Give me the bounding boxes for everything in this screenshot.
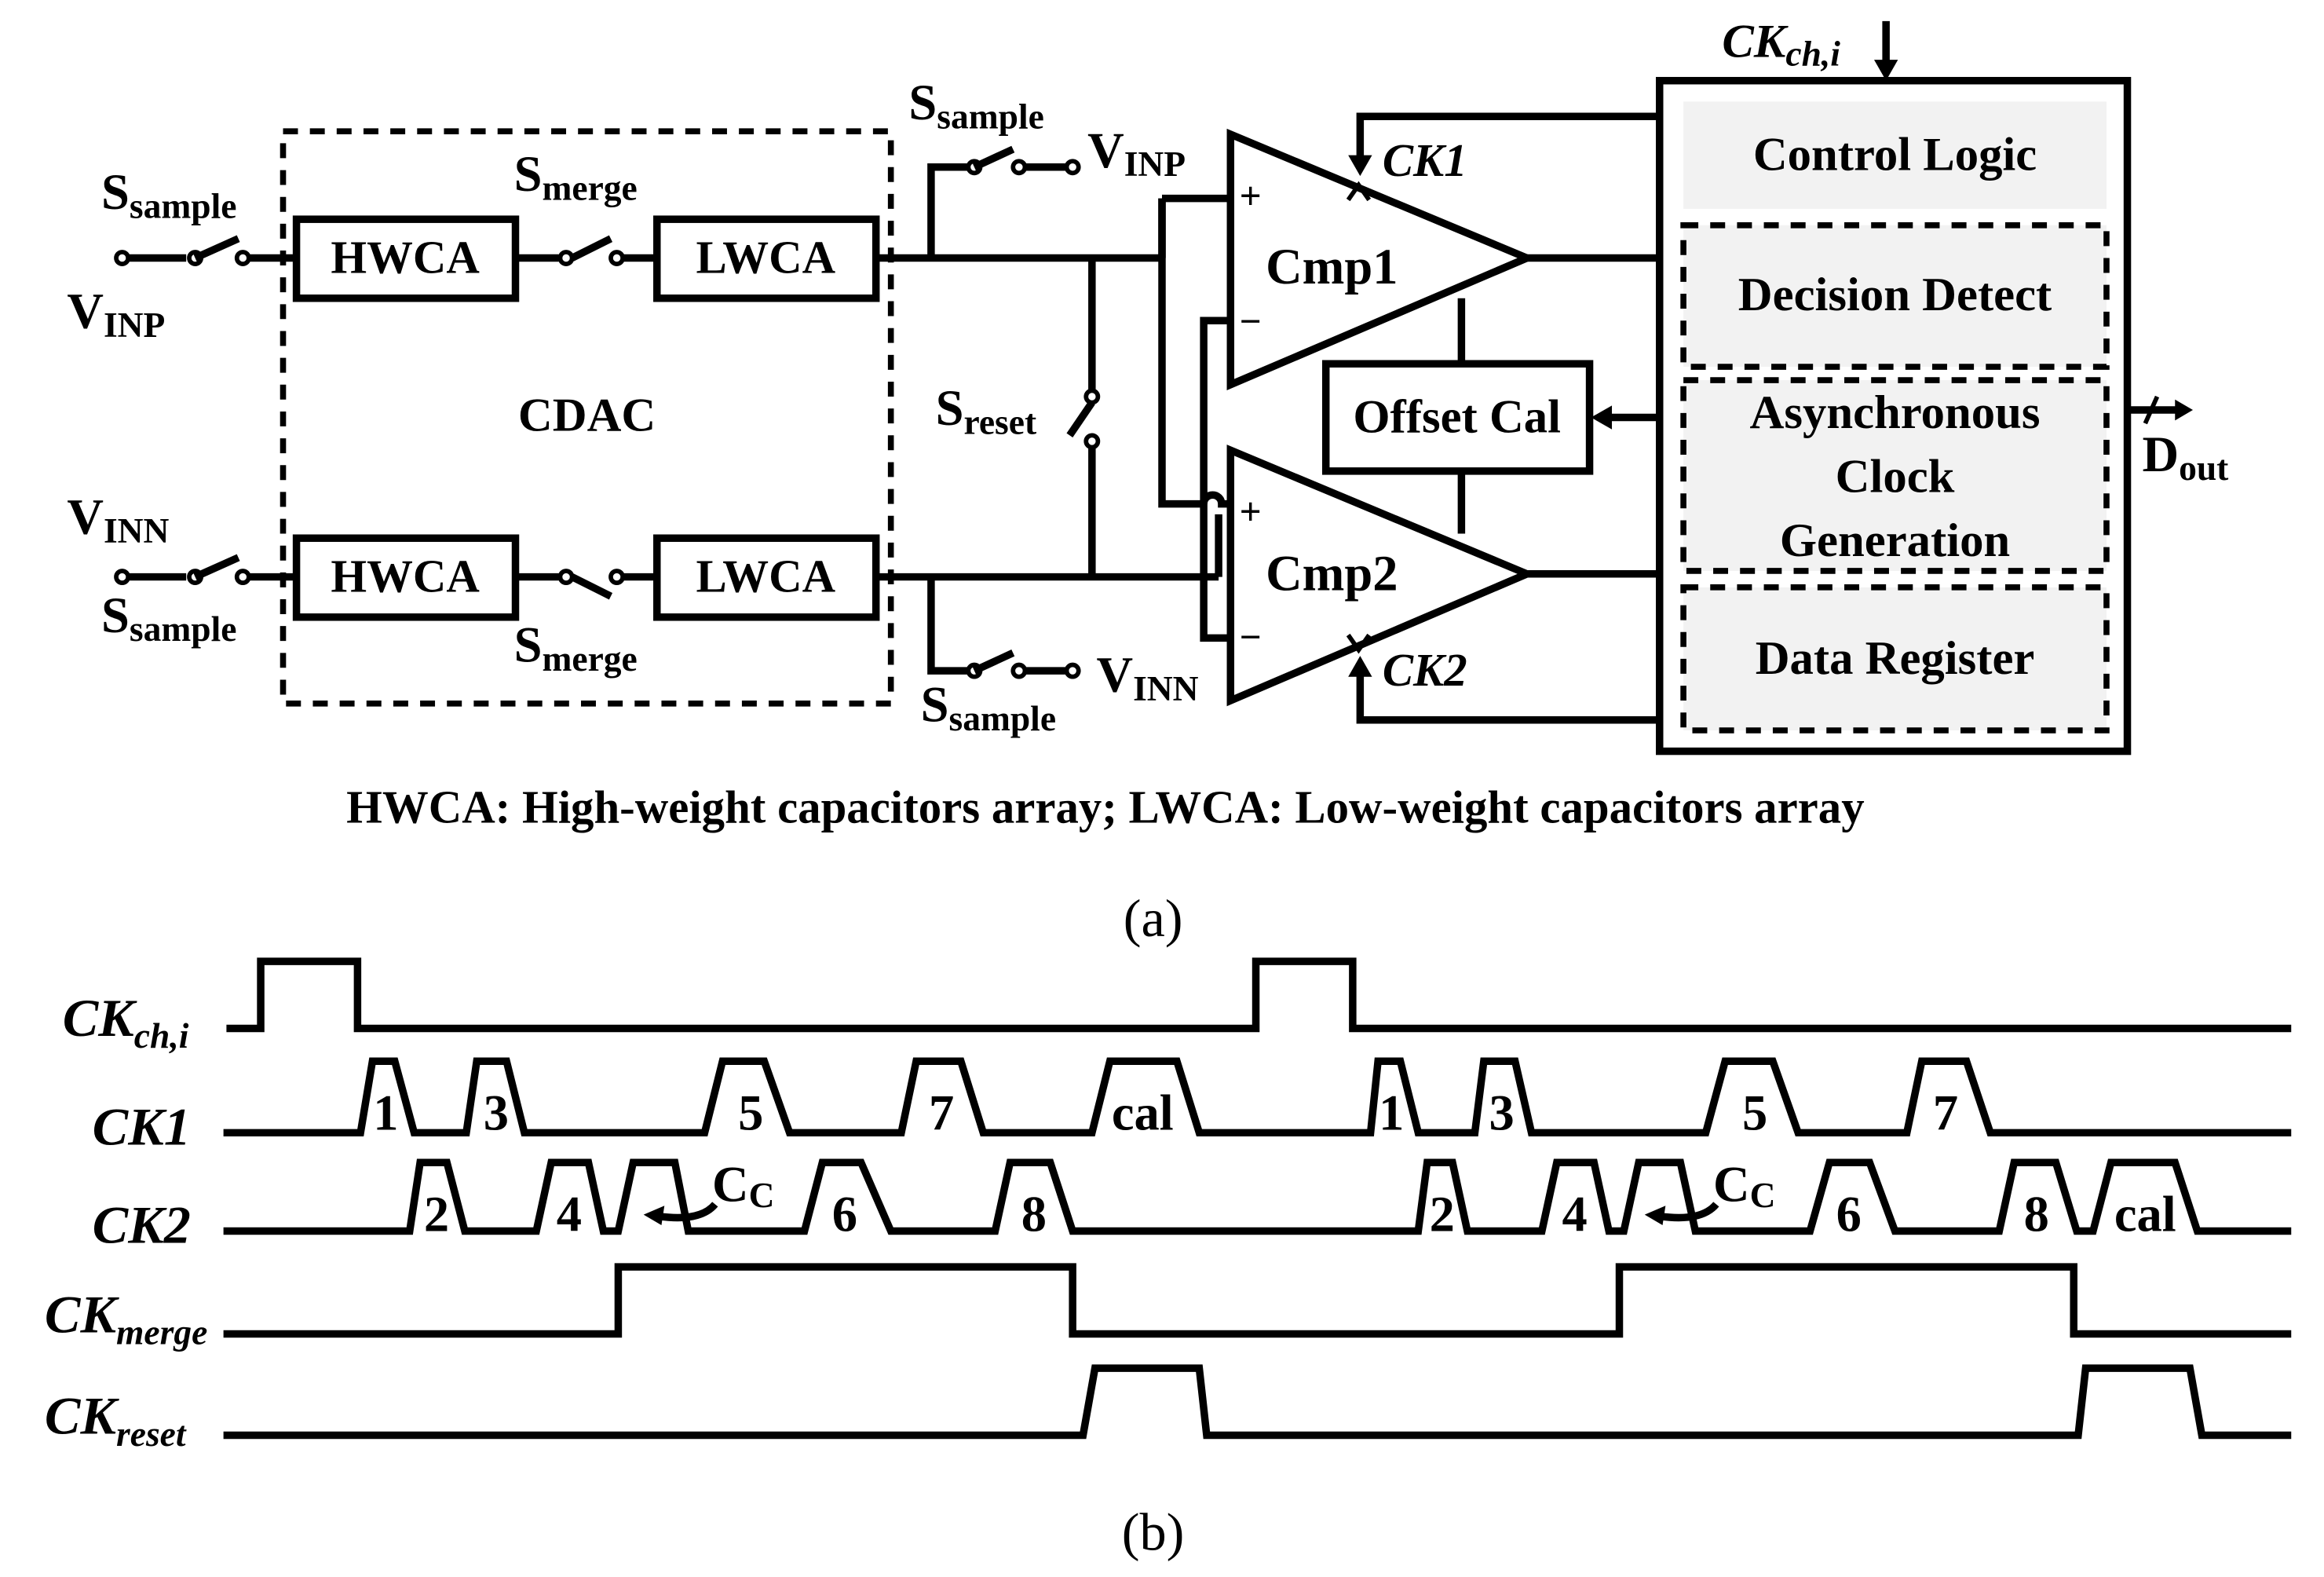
waveform-ckchi	[226, 957, 2292, 1033]
right-bottom-ssample-label: Ssample	[921, 677, 1056, 738]
cmp1-plus: +	[1240, 174, 1262, 218]
ck2-pulse-6: 6	[832, 1187, 857, 1242]
hwca-top-label: HWCA	[331, 232, 480, 283]
ck1-pulse-7b: 7	[1933, 1085, 1958, 1141]
top-sample-switch	[966, 145, 1081, 176]
data-register-label: Data Register	[1756, 632, 2035, 685]
cmp2-minus: −	[1240, 616, 1262, 659]
ck1-pulse-cal: cal	[1112, 1085, 1174, 1141]
cdac-label: CDAC	[518, 390, 656, 442]
row-label-ck1: CK1	[93, 1096, 191, 1156]
right-top-ssample-label: Ssample	[908, 75, 1043, 136]
cmp1-triangle	[1226, 128, 1537, 390]
ck2-pulse-6b: 6	[1836, 1187, 1862, 1242]
ckchi-top-label: CKch,i	[1722, 15, 1840, 73]
ck1-pulse-3b: 3	[1489, 1085, 1514, 1141]
ck2-feedback	[1346, 633, 1660, 724]
bottom-net-wires	[875, 573, 1219, 675]
cmp1-label: Cmp1	[1266, 239, 1398, 295]
ck2-pulse-2: 2	[424, 1187, 449, 1242]
row-label-ckreset: CKreset	[45, 1386, 187, 1454]
caption-a: (a)	[1124, 888, 1183, 948]
caption-b: (b)	[1122, 1502, 1185, 1562]
ck2-pulse-8b: 8	[2024, 1187, 2049, 1242]
ck1-pulse-7: 7	[929, 1085, 954, 1141]
row-label-ckmerge: CKmerge	[45, 1285, 207, 1352]
bottom-smerge-label: Smerge	[514, 617, 638, 679]
ck2-label: CK2	[1383, 645, 1467, 696]
row-label-ck2: CK2	[93, 1195, 191, 1255]
cmp2-label: Cmp2	[1266, 546, 1398, 602]
decision-detect-label: Decision Detect	[1738, 269, 2052, 321]
top-vinp-label: VINP	[67, 284, 165, 345]
ck2-pulse-cal: cal	[2114, 1187, 2176, 1242]
cdac-region	[280, 128, 894, 707]
dout-arrow	[2127, 395, 2194, 425]
async-clock-label-3: Generation	[1780, 514, 2010, 567]
lwca-top-label: LWCA	[696, 232, 835, 283]
ck1-pulse-5: 5	[738, 1085, 763, 1141]
reset-switch	[1066, 258, 1101, 577]
data-register-block	[1680, 584, 2110, 734]
top-merge-switch	[515, 235, 657, 266]
right-vinp-label: VINP	[1087, 123, 1186, 184]
control-logic-block	[1683, 101, 2107, 209]
async-clock-label-2: Clock	[1836, 450, 1955, 503]
ckchi-input-arrow	[1873, 20, 1898, 81]
bottom-input-switch	[114, 554, 297, 585]
cmp2-plus: +	[1240, 490, 1262, 533]
sreset-label: Sreset	[936, 380, 1037, 441]
waveform-ckmerge	[223, 1263, 2292, 1338]
ck2-pulse-8: 8	[1021, 1187, 1047, 1242]
waveform-ck2	[223, 1158, 2292, 1235]
ck1-pulse-1: 1	[373, 1085, 398, 1141]
top-input-switch	[114, 235, 297, 266]
ck2-pulse-2b: 2	[1430, 1187, 1455, 1242]
ck1-pulse-1b: 1	[1379, 1085, 1404, 1141]
dout-label: Dout	[2143, 426, 2229, 488]
cc-label-1: CC	[712, 1157, 774, 1216]
hwca-bottom-block	[292, 534, 520, 621]
offset-cal-label: Offset Cal	[1353, 391, 1561, 444]
row-label-ckchi: CKch,i	[63, 988, 189, 1056]
top-ssample-label: Ssample	[101, 164, 236, 225]
bottom-vinn-label: VINN	[67, 489, 169, 551]
cc-arrow-2	[1644, 1202, 1719, 1225]
legend-note: HWCA: High-weight capacitors array; LWCA…	[346, 782, 1864, 833]
control-logic-label: Control Logic	[1753, 129, 2037, 181]
lwca-bottom-label: LWCA	[696, 551, 835, 602]
comparator-input-wires	[1158, 198, 1231, 642]
right-vinn-label: VINN	[1097, 647, 1199, 708]
ck1-pulse-3: 3	[484, 1085, 509, 1141]
ck1-label: CK1	[1383, 135, 1467, 186]
cmp1-minus: −	[1240, 299, 1262, 342]
bottom-ssample-label: Ssample	[101, 587, 236, 649]
bottom-sample-switch	[966, 649, 1081, 679]
lwca-bottom-block	[653, 534, 880, 621]
waveform-ck1	[223, 1057, 2292, 1137]
bottom-merge-switch	[515, 569, 657, 600]
async-clock-block	[1680, 377, 2110, 574]
ck1-pulse-5b: 5	[1742, 1085, 1767, 1141]
cc-label-2: CC	[1713, 1157, 1775, 1216]
top-smerge-label: Smerge	[514, 146, 638, 207]
ck2-pulse-4b: 4	[1562, 1187, 1587, 1242]
cc-arrow-1	[643, 1202, 718, 1225]
waveform-ckreset	[223, 1364, 2292, 1440]
ck2-pulse-4: 4	[557, 1187, 582, 1242]
cmp2-triangle	[1226, 445, 1537, 707]
offset-cal-arrow	[1591, 405, 1660, 430]
decision-detect-block	[1680, 221, 2110, 370]
ck1-feedback	[1346, 112, 1660, 202]
async-clock-label-1: Asynchronous	[1750, 386, 2041, 439]
hwca-bottom-label: HWCA	[331, 551, 480, 602]
